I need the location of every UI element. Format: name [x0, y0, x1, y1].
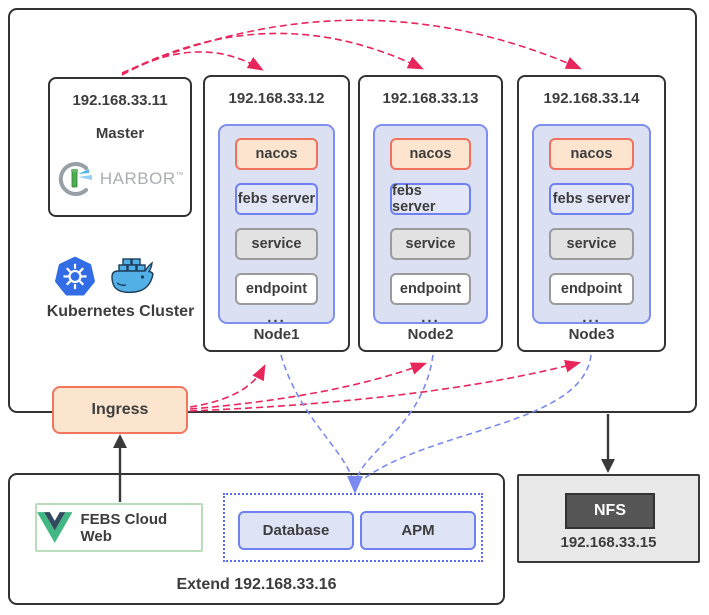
node3-label: Node3 [568, 326, 615, 343]
endpoint-box: endpoint [390, 273, 471, 305]
nacos-box: nacos [235, 138, 318, 170]
cluster-to-nfs-arrowhead [601, 459, 615, 473]
harbor-logo: HARBOR™ [50, 159, 190, 199]
nacos-box: nacos [549, 138, 634, 170]
nfs-ip: 192.168.33.15 [560, 534, 657, 551]
node2-label: Node2 [407, 326, 454, 343]
endpoint-box: endpoint [549, 273, 634, 305]
docker-icon [111, 258, 154, 294]
nacos-box: nacos [390, 138, 471, 170]
harbor-icon [58, 162, 92, 196]
harbor-wordmark: HARBOR™ [99, 169, 185, 188]
service-box: service [235, 228, 318, 260]
extend-label: Extend 192.168.33.16 [176, 576, 337, 593]
febs-cloud-web-box: FEBS Cloud Web [35, 503, 203, 552]
nfs-badge: NFS [565, 493, 655, 529]
ingress-box: Ingress [52, 386, 188, 434]
service-box: service [549, 228, 634, 260]
kubernetes-icon [55, 256, 95, 296]
node2-ip: 192.168.33.13 [382, 90, 479, 107]
ellipsis: ... [267, 309, 286, 326]
node1-box: 192.168.33.12 nacos febs server service … [203, 75, 350, 352]
node2-box: 192.168.33.13 nacos febs server service … [358, 75, 503, 352]
endpoint-box: endpoint [235, 273, 318, 305]
ellipsis: ... [421, 309, 440, 326]
node1-pod-stack: nacos febs server service endpoint ... [218, 124, 335, 326]
master-ip: 192.168.33.11 [72, 92, 168, 109]
apm-box: APM [360, 511, 476, 550]
database-box: Database [238, 511, 354, 550]
cluster-icons [55, 254, 165, 300]
web-to-ingress-arrowhead [113, 434, 127, 448]
node3-pod-stack: nacos febs server service endpoint ... [532, 124, 651, 326]
node1-label: Node1 [253, 326, 300, 343]
node3-box: 192.168.33.14 nacos febs server service … [517, 75, 666, 352]
master-box: 192.168.33.11 Master HARBOR™ [48, 77, 192, 217]
febs-cloud-web-label: FEBS Cloud Web [80, 510, 168, 545]
master-role-label: Master [95, 125, 145, 142]
ingress-label: Ingress [91, 401, 149, 418]
nfs-box: NFS 192.168.33.15 [517, 474, 700, 563]
node1-ip: 192.168.33.12 [228, 90, 325, 107]
service-box: service [390, 228, 471, 260]
node2-pod-stack: nacos febs server service endpoint ... [373, 124, 488, 326]
cluster-label: Kubernetes Cluster [46, 303, 195, 320]
febs-server-box: febs server [235, 183, 318, 215]
febs-server-box: febs server [549, 183, 634, 215]
ellipsis: ... [582, 309, 601, 326]
vue-icon [37, 512, 73, 543]
node3-ip: 192.168.33.14 [543, 90, 640, 107]
middleware-dotted-box: Database APM [223, 493, 483, 562]
febs-server-box: febs server [390, 183, 471, 215]
